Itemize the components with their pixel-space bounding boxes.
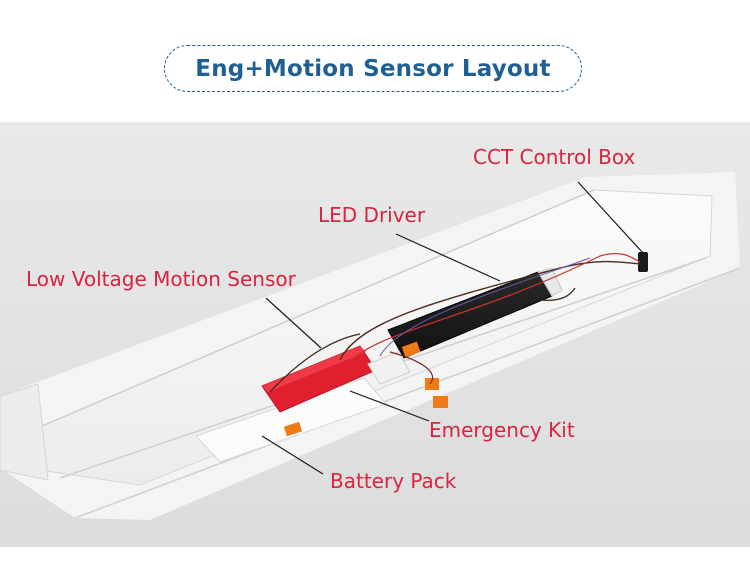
motion-sensor-top: [262, 346, 366, 392]
label-cct-control-box: CCT Control Box: [473, 145, 636, 169]
leader-battery: [261, 435, 324, 475]
wire-b: [349, 252, 641, 363]
label-battery-pack: Battery Pack: [330, 469, 457, 493]
led-driver-end-connector: [537, 267, 563, 297]
housing-edge-bottom: [74, 267, 741, 519]
connector-2: [425, 378, 439, 390]
label-emergency-kit: Emergency Kit: [429, 418, 575, 442]
label-led-driver: LED Driver: [318, 203, 426, 227]
label-motion-sensor: Low Voltage Motion Sensor: [26, 267, 296, 291]
leader-cct: [577, 181, 644, 254]
leader-emergency: [349, 390, 430, 422]
connector-4: [283, 421, 303, 437]
wire-c: [379, 257, 591, 357]
end-cap-left: [0, 383, 49, 481]
connector-1: [401, 341, 421, 358]
fixture-photo: [0, 122, 750, 547]
cct-control-box: [638, 252, 648, 272]
wire-a: [339, 260, 641, 361]
wire-d: [269, 333, 361, 393]
page-title: Eng+Motion Sensor Layout: [195, 55, 551, 82]
leader-motion: [265, 297, 322, 349]
wire-e: [389, 351, 434, 385]
channel-edge-top: [27, 189, 595, 433]
connector-3: [433, 396, 448, 408]
emergency-kit-module: [367, 351, 411, 385]
wire-f: [539, 287, 576, 301]
leader-led-driver: [395, 233, 501, 282]
title-badge: Eng+Motion Sensor Layout: [164, 45, 582, 92]
